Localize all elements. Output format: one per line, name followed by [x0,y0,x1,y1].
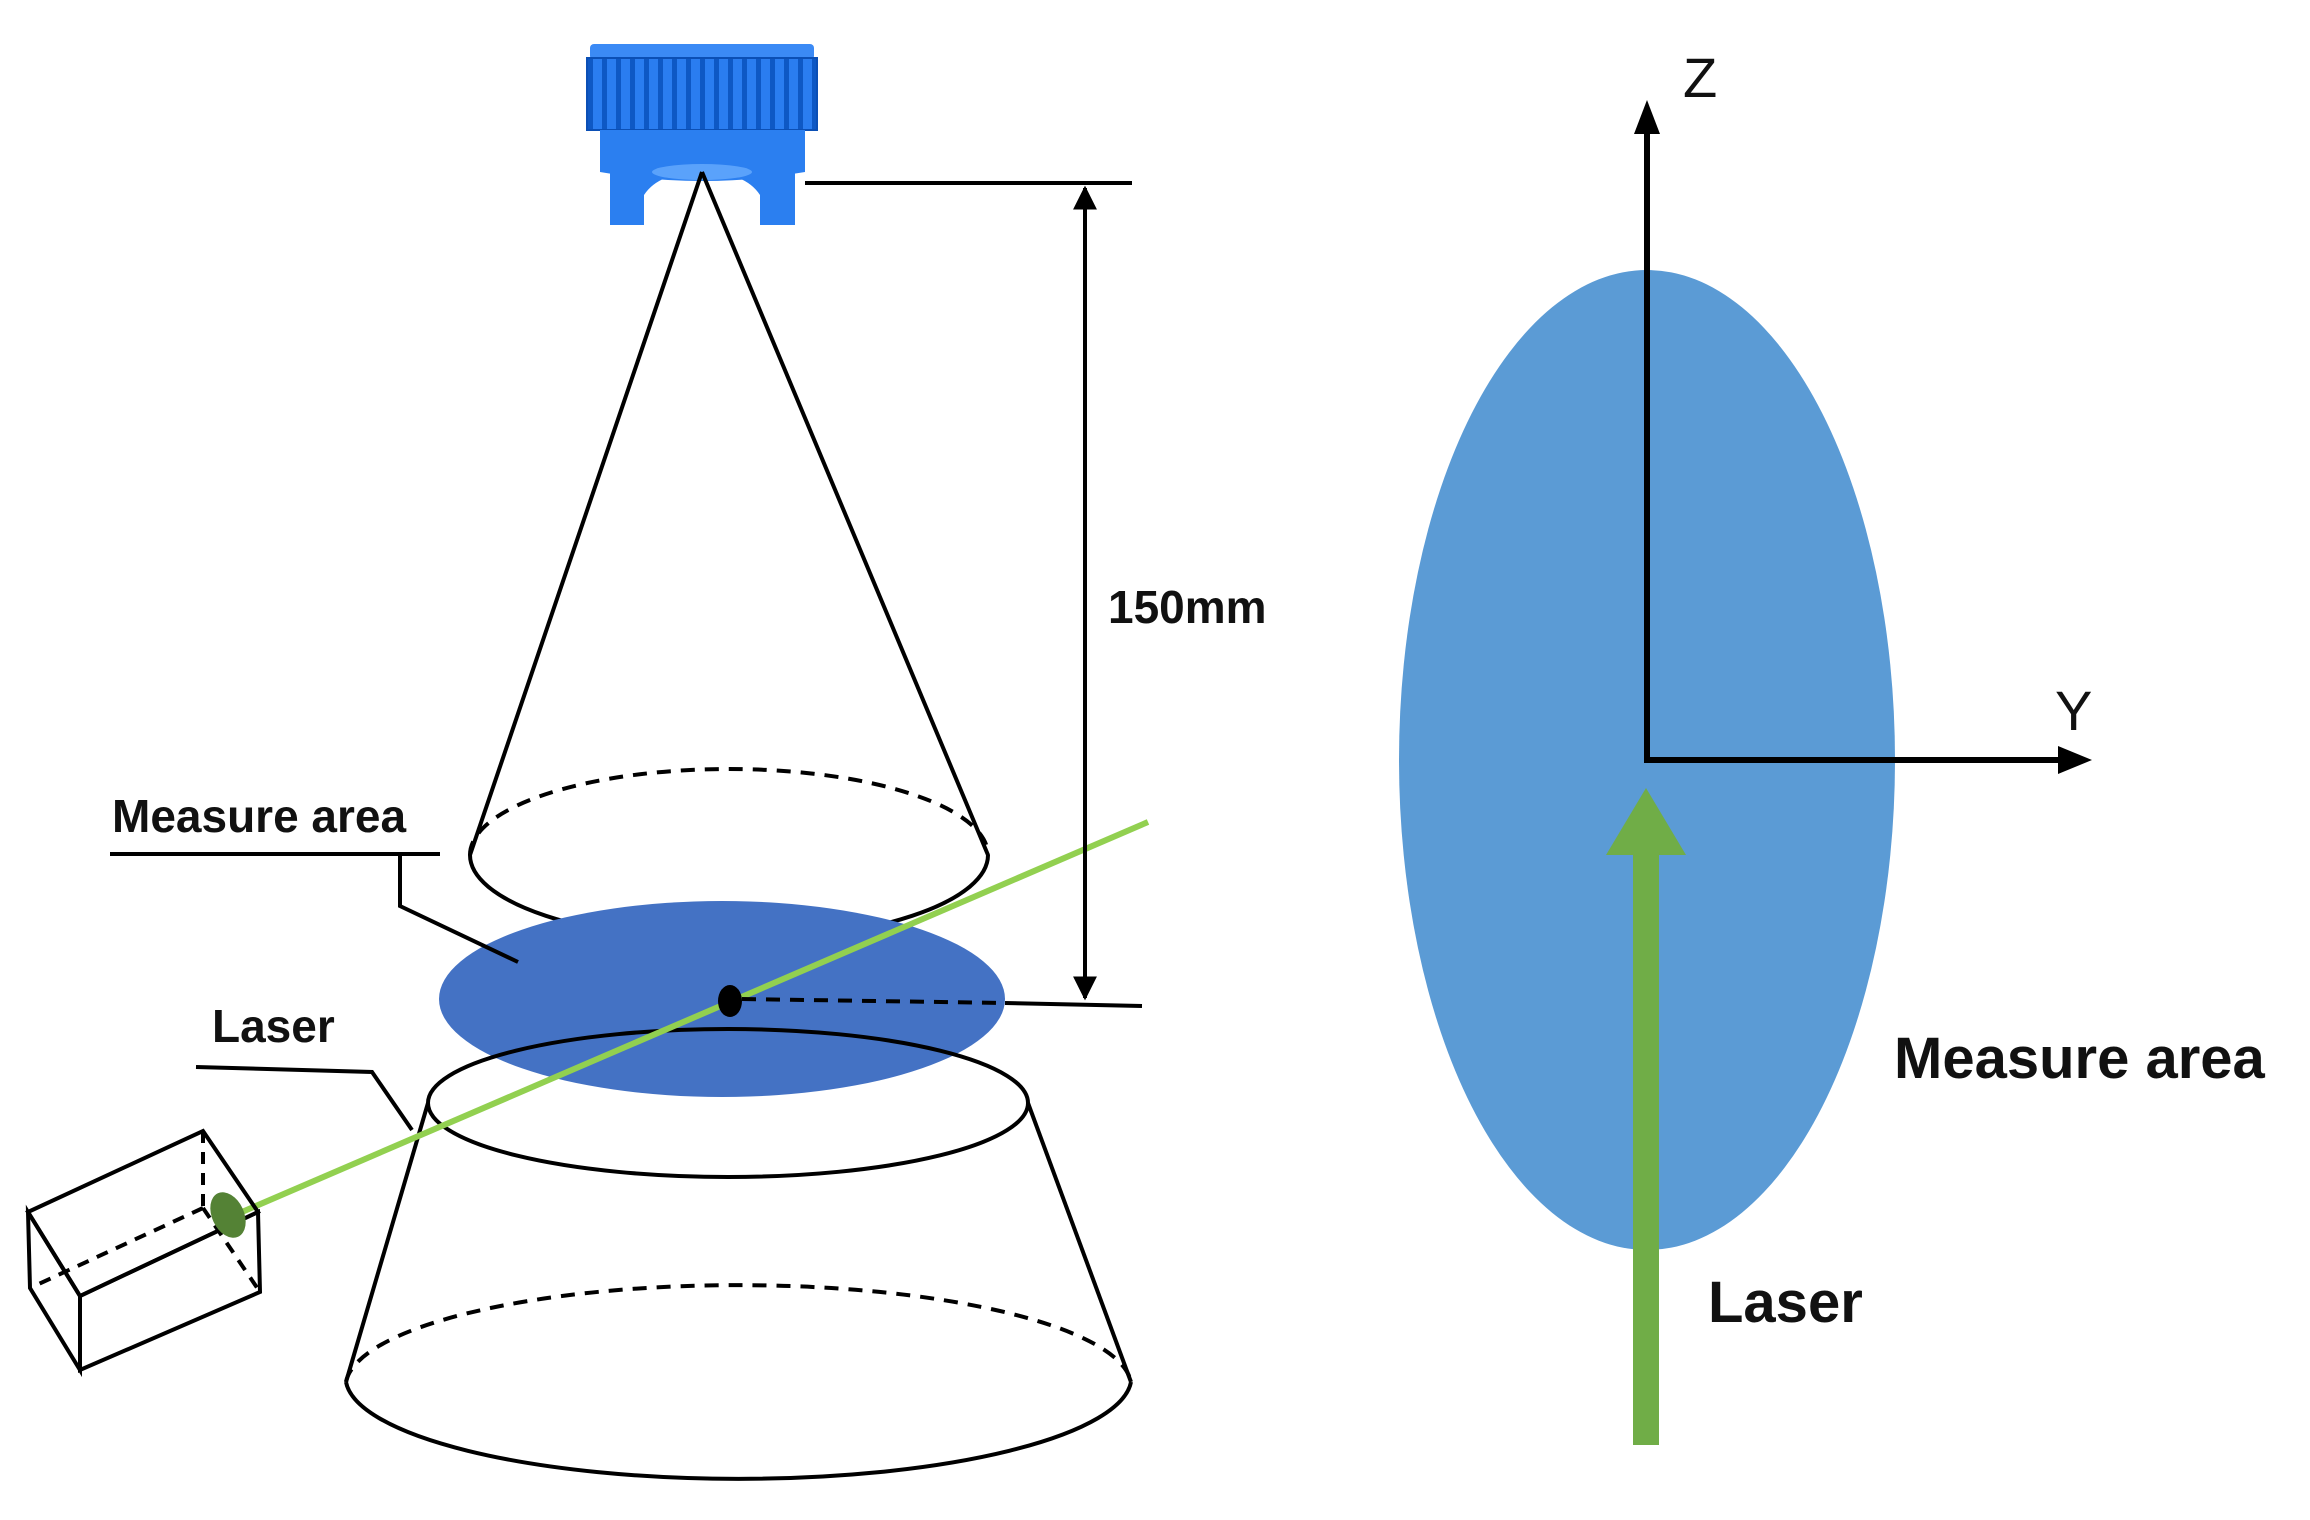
camera-lens-icon [586,44,818,225]
lower-frustum [344,1027,1133,1481]
reference-solid-line [1004,1001,1143,1008]
measure-area-leader [110,852,519,964]
distance-dimension [805,181,1132,1001]
laser-leader [195,1065,414,1132]
reference-dashed-line [741,997,1006,1005]
laser-beam [226,819,1150,1221]
laser-label-right: Laser [1708,1270,1863,1335]
left-diagram: 150mm Measure area Laser [25,44,1267,1481]
axis-y [1644,746,2092,774]
laser-emitter-box-icon [25,1128,263,1378]
axis-z-label: Z [1683,46,1717,109]
laser-label-left: Laser [212,1000,335,1052]
measure-area-label-left: Measure area [112,790,406,842]
right-diagram: Z Y Measure area Laser [1399,46,2266,1445]
distance-label: 150mm [1108,581,1267,633]
viewing-cone [468,171,990,943]
target-point [718,985,742,1017]
measure-area-label-right: Measure area [1894,1026,2266,1091]
axis-z [1634,100,1660,760]
laser-arrow [1606,788,1686,1445]
axis-y-label: Y [2055,679,2092,742]
